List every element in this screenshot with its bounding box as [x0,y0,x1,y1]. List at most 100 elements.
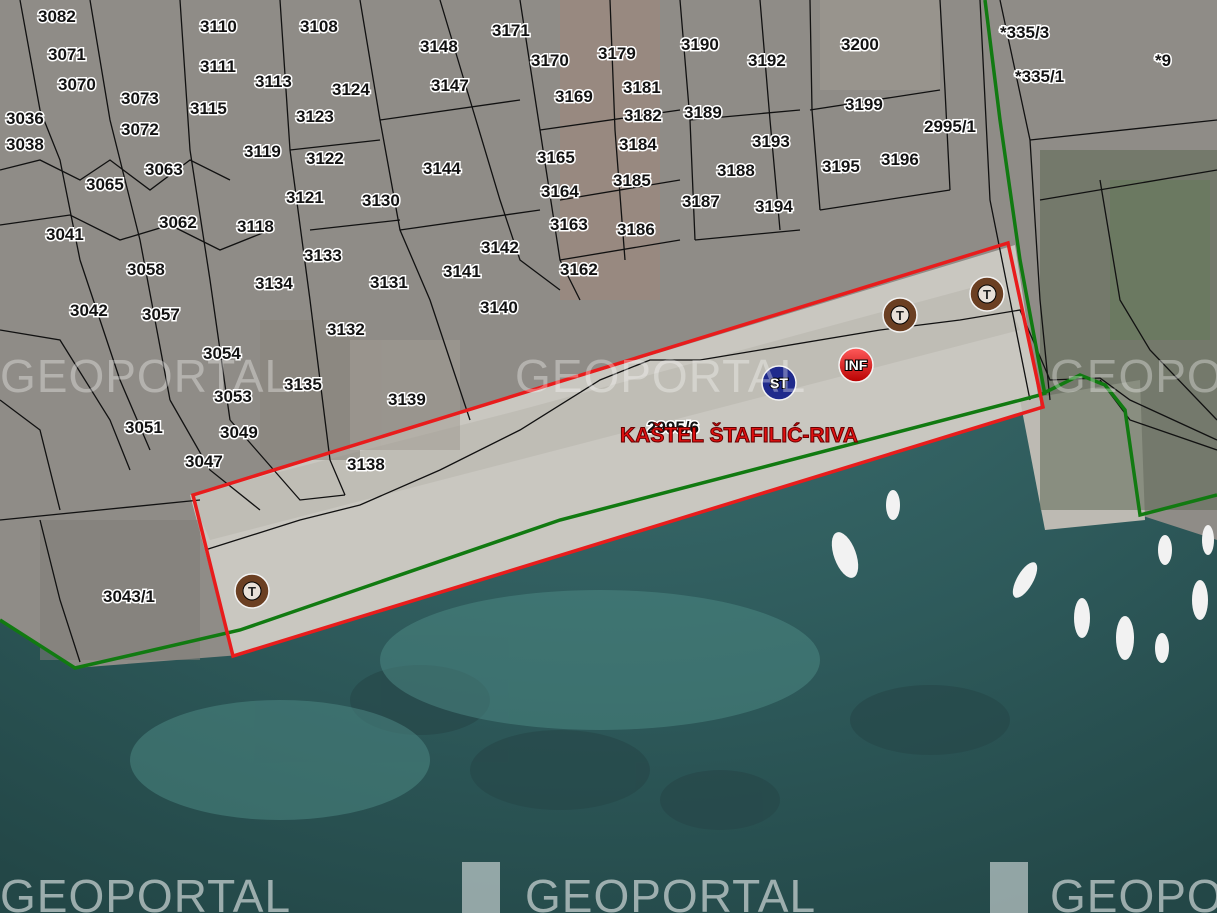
watermark-text: GEOPORTAL [1050,350,1217,402]
parcel-label[interactable]: 3063 [144,159,185,181]
parcel-label[interactable]: 3111 [199,56,238,78]
parcel-label[interactable]: 3041 [45,224,86,246]
watermark-text: GEOPORTAL [0,350,291,402]
parcel-boundaries [0,0,1217,663]
poi-marker-inf[interactable]: INF [838,347,874,383]
parcel-label[interactable]: 3131 [369,272,410,294]
shallow-water [130,590,820,820]
parcel-label[interactable]: 3065 [85,174,126,196]
watermarks: GEOPORTAL GEOPORTAL GEOPORTAL GEOPORTAL … [0,350,1217,913]
parcel-label[interactable]: 3130 [361,190,402,212]
parcel-label[interactable]: 3141 [442,261,483,283]
parcel-label[interactable]: 3171 [491,20,532,42]
parcel-label[interactable]: 3184 [618,134,659,156]
parcel-label[interactable]: 3164 [540,181,581,203]
poi-marker-t[interactable]: T [969,276,1005,312]
watermark-text: GEOPORTAL [515,350,806,402]
roof-blocks [40,0,1217,660]
parcel-label[interactable]: 3188 [716,160,757,182]
promenade-edge [190,280,1020,540]
boats [831,490,1214,663]
parcel-label[interactable]: *9 [1154,50,1173,72]
parcel-label[interactable]: 3121 [285,187,326,209]
parcel-label[interactable]: 3187 [681,191,722,213]
parcel-label[interactable]: 3196 [880,149,921,171]
parcel-label[interactable]: 3036 [5,108,46,130]
parcel-label[interactable]: 3051 [124,417,165,439]
parcel-label[interactable]: 3043/1 [102,586,157,608]
parcel-label[interactable]: 3162 [559,259,600,281]
parcel-label[interactable]: 3047 [184,451,225,473]
poi-markers: T T T ST INF [234,276,1005,609]
parcel-label[interactable]: 3133 [303,245,344,267]
parcel-label[interactable]: 3200 [840,34,881,56]
parcel-label[interactable]: 3185 [612,170,653,192]
parcel-label[interactable]: 3057 [141,304,182,326]
parcel-label[interactable]: 3148 [419,36,460,58]
watermark-text: GEOPORTAL [1050,870,1217,913]
parcel-label[interactable]: 3123 [295,106,336,128]
parcel-label[interactable]: 3190 [680,34,721,56]
parcel-label[interactable]: 3170 [530,50,571,72]
parcel-label[interactable]: 3058 [126,259,167,281]
parcel-label[interactable]: 3163 [549,214,590,236]
parcel-label[interactable]: 3182 [623,105,664,127]
parcel-label[interactable]: 3140 [479,297,520,319]
parcel-label[interactable]: 3135 [283,374,324,396]
parcel-label[interactable]: 3134 [254,273,295,295]
parcel-label[interactable]: 3119 [243,141,283,163]
parcel-label[interactable]: 3054 [202,343,243,365]
parcel-label[interactable]: 3186 [616,219,657,241]
poi-label: T [983,287,991,302]
parcel-label[interactable]: 3199 [844,94,885,116]
poi-label: T [248,584,256,599]
area-name-label: KAŠTEL ŠTAFILIĆ-RIVA [620,423,858,447]
poi-marker-t[interactable]: T [882,297,918,333]
poi-marker-st[interactable]: ST [761,365,797,401]
poi-marker-t[interactable]: T [234,573,270,609]
parcel-label[interactable]: *335/3 [999,22,1051,44]
green-boundary-north [983,0,1047,396]
parcel-label[interactable]: 3115 [189,98,229,120]
parcel-label[interactable]: 3042 [69,300,110,322]
parcel-label[interactable]: 3132 [326,319,367,341]
parcel-label[interactable]: 3147 [430,75,471,97]
parcel-label[interactable]: 3118 [236,216,276,238]
parcel-label[interactable]: 3181 [622,77,663,99]
parcel-label[interactable]: 3071 [47,44,88,66]
seabed-patches [350,665,1010,830]
parcel-label[interactable]: 3122 [305,148,346,170]
parcel-label[interactable]: 3073 [120,88,161,110]
poi-label: INF [845,357,868,373]
parcel-label[interactable]: 3165 [536,147,577,169]
parcel-label[interactable]: 3124 [331,79,372,101]
poi-inner-circle [242,581,262,601]
parcel-labels: 3082 3110 3108 3171 3071 3148 3170 3179 3190 3200… [5,6,1173,608]
parcel-label[interactable]: 3193 [751,131,792,153]
parcel-label[interactable]: 3070 [57,74,98,96]
area-outline[interactable] [190,240,1046,659]
parcel-label[interactable]: 3189 [683,102,724,124]
parcel-label[interactable]: 3113 [254,71,294,93]
parcel-label[interactable]: 3072 [120,119,161,141]
parcel-label[interactable]: 3195 [821,156,862,178]
parcel-label[interactable]: 3138 [346,454,387,476]
parcel-label[interactable]: 3179 [597,43,638,65]
parcel-label[interactable]: 3142 [480,237,521,259]
parcel-label[interactable]: 3194 [754,196,795,218]
parcel-label[interactable]: 3139 [387,389,428,411]
parcel-label[interactable]: *335/1 [1014,66,1066,88]
parcel-label[interactable]: 3053 [213,386,254,408]
parcel-label[interactable]: 3038 [5,134,46,156]
parcel-label[interactable]: 3169 [554,86,595,108]
parcel-label[interactable]: 3049 [219,422,260,444]
parcel-label[interactable]: 3144 [422,158,463,180]
parcel-label[interactable]: 3108 [299,16,340,38]
parcel-label[interactable]: 3110 [199,16,239,38]
parcel-label[interactable]: 2995/1 [923,116,978,138]
parcel-label[interactable]: 3192 [747,50,788,72]
green-boundary [0,373,1217,670]
parcel-label[interactable]: 3062 [158,212,199,234]
parcel-label[interactable]: 3082 [37,6,78,28]
